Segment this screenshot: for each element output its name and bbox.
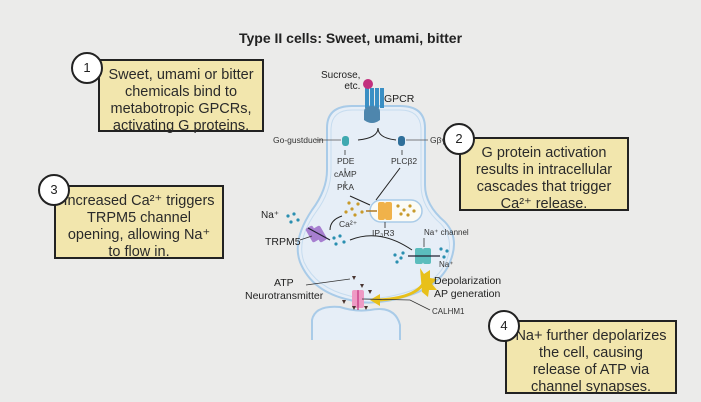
camp-label: cAMP — [334, 169, 357, 179]
pde-label: PDE — [337, 156, 355, 166]
step-3-line-2: TRPM5 channel — [87, 210, 191, 226]
step-2-badge: 2 — [443, 123, 475, 155]
step-3-box: Increased Ca²⁺ triggers TRPM5 channel op… — [54, 185, 224, 260]
step-1-line-2: chemicals bind to — [124, 84, 238, 100]
step-4-line-2: the cell, causing — [539, 345, 643, 361]
go-gustducin-icon — [342, 136, 349, 146]
trpm5-channel-icon — [305, 225, 331, 243]
step-1-box: Sweet, umami or bitter chemicals bind to… — [98, 59, 264, 134]
step-4-box: Na+ further depolarizes the cell, causin… — [505, 320, 677, 395]
calhm1-channel-icon — [352, 290, 364, 310]
step-3-line-4: to flow in. — [108, 244, 170, 260]
na-right-label: Na⁺ — [439, 260, 454, 269]
na-channel-label: Na⁺ channel — [424, 228, 469, 237]
trpm5-label: TRPM5 — [265, 236, 301, 248]
depolarization-burst-icon — [420, 268, 437, 297]
depolarization-label: Depolarization — [434, 275, 502, 287]
step-4-line-3: release of ATP via — [532, 362, 650, 378]
step-3-line-1: Increased Ca²⁺ triggers — [63, 193, 215, 209]
diagram-title: Type II cells: Sweet, umami, bitter — [238, 30, 463, 46]
step-1-line-1: Sweet, umami or bitter — [108, 67, 254, 83]
step-2-box: G protein activation results in intracel… — [459, 137, 629, 212]
afferent-nerve-cell — [311, 305, 401, 340]
calhm1-label: CALHM1 — [432, 307, 465, 316]
step-4-line-1: Na+ further depolarizes — [515, 328, 667, 344]
step-1-line-3: metabotropic GPCRs, — [110, 101, 252, 117]
ip3r3-label: IP₃R3 — [372, 228, 395, 238]
go-gustducin-label: Go-gustducin — [273, 135, 324, 145]
pka-label: PKA — [337, 182, 355, 192]
ligand-icon — [363, 79, 373, 89]
sucrose-label: Sucrose,etc. — [321, 70, 361, 92]
g-protein-icon — [364, 106, 380, 123]
sodium-ions-right — [393, 247, 449, 264]
step-2-line-3: cascades that trigger — [476, 179, 612, 195]
sodium-ions-inside — [332, 234, 346, 246]
step-1-line-4: activating G proteins. — [112, 118, 250, 134]
gby-icon — [398, 136, 405, 146]
atp-molecules — [342, 276, 372, 310]
gby-label: Gβγ — [430, 135, 446, 145]
na-left-label: Na⁺ — [261, 210, 280, 221]
plcb2-label: PLCβ2 — [391, 156, 418, 166]
atp-label: ATP — [274, 277, 294, 289]
step-3-line-3: opening, allowing Na⁺ — [67, 227, 211, 243]
ip3r3-channel-icon — [366, 202, 392, 220]
step-2-line-1: G protein activation — [481, 145, 607, 161]
calcium-label: Ca²⁺ — [339, 219, 358, 229]
ap-generation-label: AP generation — [434, 288, 501, 300]
neurotransmitter-label: Neurotransmitter — [245, 290, 324, 302]
sodium-ions-outside-left — [286, 212, 300, 224]
step-4-badge: 4 — [488, 310, 520, 342]
gpcr-icon — [363, 79, 384, 108]
step-1-badge: 1 — [71, 52, 103, 84]
step-4-line-4: channel synapses. — [530, 379, 652, 395]
step-2-line-4: Ca²⁺ release. — [500, 196, 588, 212]
calcium-ions — [344, 201, 416, 217]
na-channel-icon — [408, 248, 440, 264]
step-3-badge: 3 — [38, 174, 70, 206]
step-2-line-2: results in intracellular — [475, 162, 613, 178]
gpcr-label: GPCR — [384, 93, 415, 105]
